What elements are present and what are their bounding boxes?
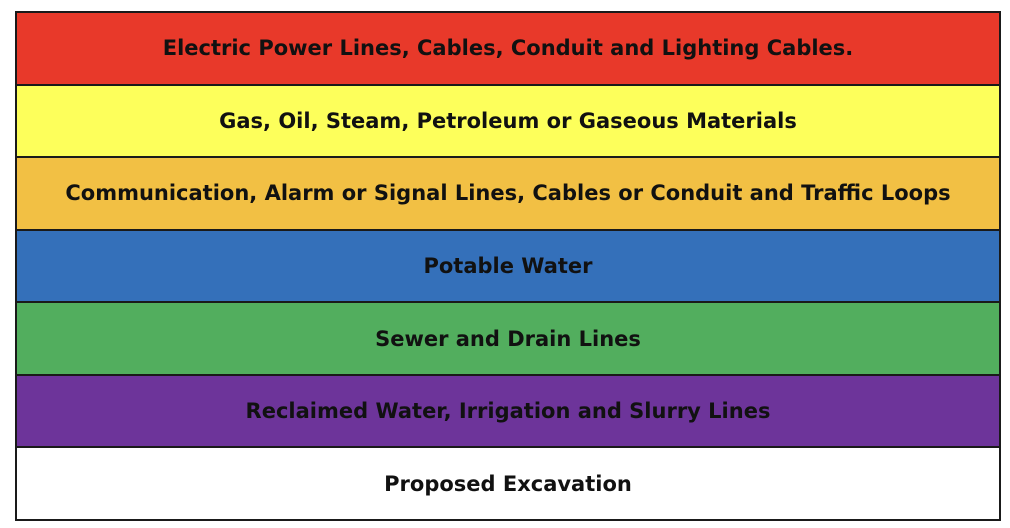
row-potable-water: Potable Water (17, 230, 999, 304)
row-communication: Communication, Alarm or Signal Lines, Ca… (17, 158, 999, 231)
row-reclaimed-water: Reclaimed Water, Irrigation and Slurry L… (17, 375, 999, 449)
utility-color-code-table: Electric Power Lines, Cables, Conduit an… (15, 11, 1001, 521)
row-electric: Electric Power Lines, Cables, Conduit an… (17, 13, 999, 86)
row-gas-oil: Gas, Oil, Steam, Petroleum or Gaseous Ma… (17, 85, 999, 159)
row-proposed-excavation: Proposed Excavation (17, 448, 999, 520)
row-sewer-drain: Sewer and Drain Lines (17, 303, 999, 376)
